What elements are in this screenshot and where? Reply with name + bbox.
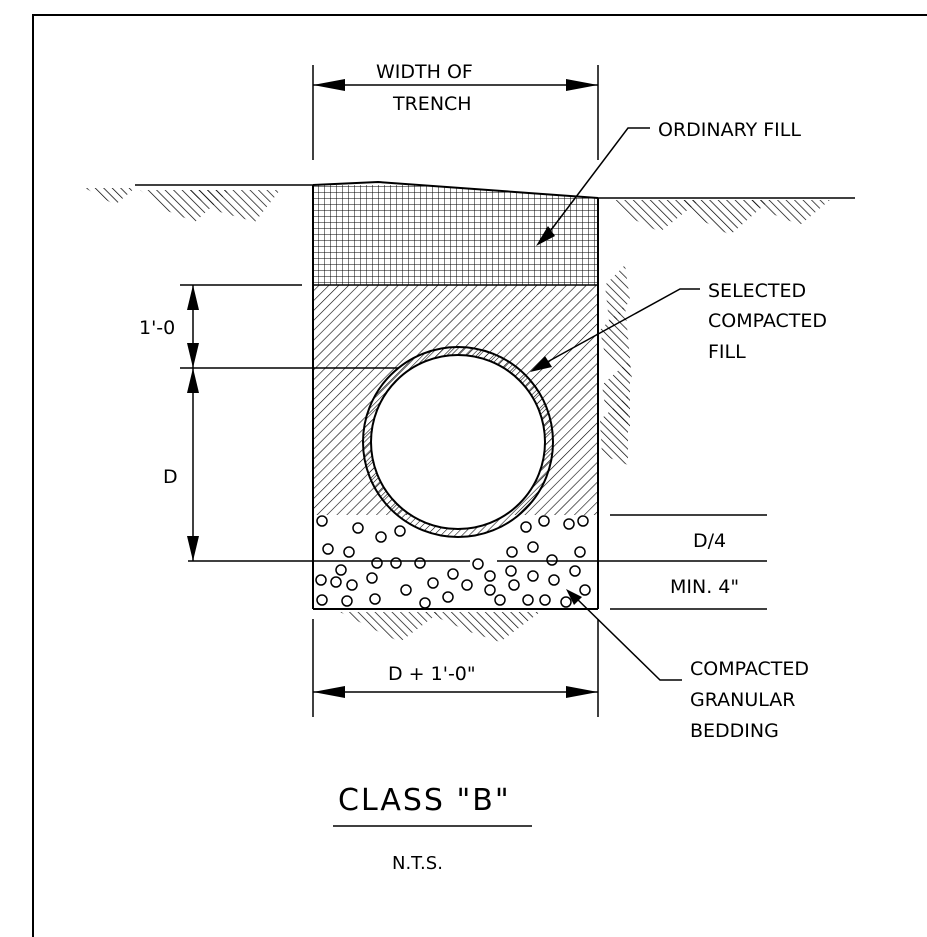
aggregate-stone [427,577,439,589]
pipe [362,346,554,538]
soil-hatch-left [85,188,280,222]
aggregate-stone [346,579,358,591]
aggregate-stone [527,541,539,553]
width-of-trench-label-1: WIDTH OF [376,61,473,83]
aggregate-stone [400,584,412,596]
aggregate-stone [484,570,496,582]
frame-border [32,14,927,937]
ordinary-fill-label: ORDINARY FILL [658,119,801,141]
aggregate-stone [335,564,347,576]
d-label: D [163,466,178,488]
aggregate-stone [538,515,550,527]
vertical-dimensions [180,284,470,562]
aggregate-stone [447,568,459,580]
ordinary-fill-zone [313,185,598,285]
aggregate-stone [442,591,454,603]
aggregate-stone [394,525,406,537]
bedding-label-2: GRANULAR [690,689,796,711]
soil-hatch-wall [600,265,632,465]
selected-fill-leader [539,288,700,367]
aggregate-stone [527,570,539,582]
width-of-trench-label-2: TRENCH [392,93,472,115]
soil-hatch-bottom [340,612,540,642]
bedding-dimensions [497,514,767,610]
aggregate-stone [546,554,558,566]
one-foot-label: 1'-0 [139,317,175,339]
selected-fill-label-2: COMPACTED [708,310,827,332]
d-over-4-label: D/4 [693,530,726,552]
d-plus-label: D + 1'-0" [388,663,476,685]
bedding-label-1: COMPACTED [690,658,809,680]
min-4-label: MIN. 4" [670,576,739,598]
aggregate-stone [330,576,342,588]
scale-note: N.T.S. [392,853,443,874]
bedding-label-3: BEDDING [690,720,779,742]
bedding-leader [573,595,682,681]
aggregate-stone [548,574,560,586]
aggregate-stone [508,579,520,591]
aggregate-stone [375,531,387,543]
width-dimension [312,65,599,160]
bottom-width-dimension [312,619,599,717]
aggregate-stone [563,518,575,530]
aggregate-stone [579,584,591,596]
aggregate-stone [341,595,353,607]
aggregate-stone [484,584,496,596]
aggregate-stone [315,574,327,586]
aggregate-stone [505,565,517,577]
aggregate-stone [419,597,431,609]
selected-fill-label-1: SELECTED [708,280,806,302]
aggregate-stone [560,596,572,608]
selected-fill-label-3: FILL [708,341,746,363]
aggregate-stone [316,594,328,606]
aggregate-stone [494,594,506,606]
ordinary-fill-leader [544,127,650,239]
aggregate-stone [322,543,334,555]
aggregate-stone [472,558,484,570]
detail-title: CLASS "B" [338,783,511,818]
aggregate-stone [352,522,364,534]
bedding-aggregate [315,515,591,609]
aggregate-stone [369,593,381,605]
aggregate-stone [316,515,328,527]
aggregate-stone [343,546,355,558]
soil-hatch-right [612,200,830,235]
aggregate-stone [539,594,551,606]
aggregate-stone [577,515,589,527]
aggregate-stone [414,557,426,569]
aggregate-stone [569,565,581,577]
aggregate-stone [390,557,402,569]
aggregate-stone [506,546,518,558]
aggregate-stone [520,521,532,533]
aggregate-stone [366,572,378,584]
aggregate-stone [574,546,586,558]
aggregate-stone [461,579,473,591]
aggregate-stone [371,557,383,569]
aggregate-stone [522,594,534,606]
